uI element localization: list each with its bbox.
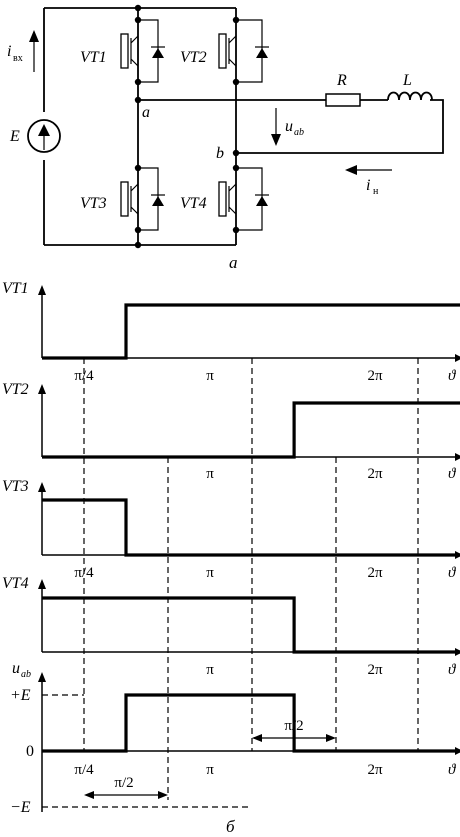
tick-2pi-vt4: 2π xyxy=(367,662,383,678)
tick-2pi-vt3: 2π xyxy=(367,565,383,581)
label-l: L xyxy=(402,72,412,89)
caption-a: a xyxy=(229,253,238,272)
tick-pi-uab: π xyxy=(206,762,214,778)
label-uab-sub: ab xyxy=(294,127,304,138)
tick-pi4-vt1: π/4 xyxy=(74,368,94,384)
label-i-input-sub: вх xyxy=(13,53,23,64)
diode-branch-vt2 xyxy=(236,19,263,83)
dc-source-icon xyxy=(27,119,61,153)
tick-zero: 0 xyxy=(26,743,34,760)
dashed-guides xyxy=(42,358,419,808)
diode-branch-vt3 xyxy=(138,167,159,231)
label-vt3: VT3 xyxy=(80,195,107,212)
tick-pi-vt4: π xyxy=(206,662,214,678)
waveform-diagram: VT1 VT2 VT3 VT4 u ab +E 0 −E π/4 π 2π ϑ … xyxy=(2,280,460,836)
label-row-vt3: VT3 xyxy=(2,478,29,495)
label-i-load: i xyxy=(366,177,370,194)
tick-plus-e: +E xyxy=(10,687,31,704)
series-vt1-line xyxy=(42,303,460,360)
axes-vt4 xyxy=(38,579,460,656)
label-vt2: VT2 xyxy=(180,49,207,66)
theta-vt1: ϑ xyxy=(448,368,457,384)
label-row-vt1: VT1 xyxy=(2,280,29,297)
label-row-vt4: VT4 xyxy=(2,575,29,592)
tick-pi4-vt3: π/4 xyxy=(74,565,94,581)
tick-2pi-vt1: 2π xyxy=(367,368,383,384)
resistor-icon xyxy=(325,93,361,107)
diode-branch-vt4 xyxy=(236,167,263,231)
igbt-icon-vt2 xyxy=(218,33,237,69)
series-vt3-line xyxy=(42,498,460,557)
tick-2pi-vt2: 2π xyxy=(367,466,383,482)
dimension-arrow-lower xyxy=(84,791,168,799)
diode-icon-vt4 xyxy=(255,194,269,206)
input-current-arrow xyxy=(29,30,39,72)
label-e-source: E xyxy=(9,128,20,145)
dimension-arrow-upper xyxy=(252,734,336,742)
igbt-icon-vt3 xyxy=(120,181,139,217)
load-wire-right xyxy=(236,99,444,154)
igbt-icon-vt1 xyxy=(120,33,139,69)
tick-pi-vt3: π xyxy=(206,565,214,581)
voltage-uab-arrow xyxy=(271,108,281,146)
caption-b: б xyxy=(226,817,235,836)
tick-pi-vt2: π xyxy=(206,466,214,482)
label-row-uab-sub: ab xyxy=(21,669,31,680)
tick-pi4-uab: π/4 xyxy=(74,762,94,778)
theta-uab: ϑ xyxy=(448,762,457,778)
label-r: R xyxy=(336,72,347,89)
label-pi2-lower: π/2 xyxy=(114,775,133,791)
diode-branch-vt1 xyxy=(138,19,159,83)
tick-pi-vt1: π xyxy=(206,368,214,384)
junction-dots xyxy=(134,4,240,249)
axes-uab xyxy=(38,672,460,812)
series-vt2-line xyxy=(42,401,460,459)
label-vt1: VT1 xyxy=(80,49,107,66)
label-row-vt2: VT2 xyxy=(2,381,29,398)
diode-icon-vt3 xyxy=(151,194,165,206)
label-row-uab: u xyxy=(12,660,20,677)
label-pi2-upper: π/2 xyxy=(284,718,303,734)
axes-vt3 xyxy=(38,482,460,559)
label-i-load-sub: н xyxy=(373,186,379,197)
series-uab-line xyxy=(42,693,460,753)
circuit-diagram: E i вх VT1 VT2 VT3 VT4 a b R L u ab xyxy=(7,4,444,272)
diode-icon-vt1 xyxy=(151,46,165,58)
series-vt4-line xyxy=(42,596,460,654)
label-uab: u xyxy=(285,118,293,135)
label-node-b: b xyxy=(216,145,224,162)
theta-vt2: ϑ xyxy=(448,466,457,482)
igbt-icon-vt4 xyxy=(218,181,237,217)
label-i-input: i xyxy=(7,43,11,60)
tick-minus-e: −E xyxy=(10,799,31,816)
axes-vt2 xyxy=(38,384,460,461)
theta-vt4: ϑ xyxy=(448,662,457,678)
tick-2pi-uab: 2π xyxy=(367,762,383,778)
label-vt4: VT4 xyxy=(180,195,207,212)
axes-vt1 xyxy=(38,285,460,362)
inductor-icon xyxy=(387,91,433,101)
diode-icon-vt2 xyxy=(255,46,269,58)
theta-vt3: ϑ xyxy=(448,565,457,581)
label-node-a: a xyxy=(142,104,150,121)
load-current-arrow xyxy=(345,165,392,175)
